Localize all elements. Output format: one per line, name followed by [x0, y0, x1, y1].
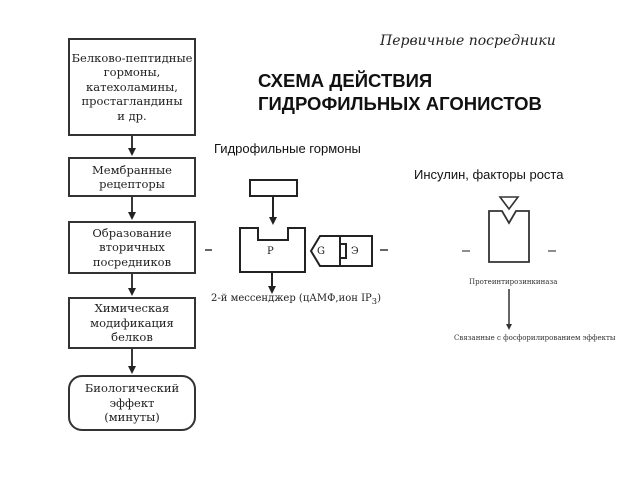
- page-title: СХЕМА ДЕЙСТВИЯ ГИДРОФИЛЬНЫХ АГОНИСТОВ: [258, 70, 542, 114]
- flow-step-receptors: Мембранные рецепторы: [68, 157, 196, 197]
- phosphorylation-effects-label: Связанные с фосфорилированием эффекты: [454, 334, 616, 342]
- g-protein-letter: G: [317, 246, 325, 257]
- second-messenger-text: 2-й мессенджер (цАМФ,ион IP: [211, 293, 372, 304]
- receptor-shape: [239, 227, 306, 273]
- insulin-growth-factors-label: Инсулин, факторы роста: [414, 167, 564, 182]
- second-messenger-label: 2-й мессенджер (цАМФ,ион IP3): [211, 293, 381, 306]
- flow-step-biological-effect: Биологический эффект (минуты): [68, 375, 196, 431]
- effector-shape: [339, 235, 373, 267]
- effector-letter: Э: [351, 246, 359, 257]
- tyrosine-kinase-receptor: [488, 210, 530, 263]
- flow-step-second-messengers: Образование вторичных посредников: [68, 221, 196, 274]
- flow-step-hormones: Белково-пептидные гормоны, катехоламины,…: [68, 38, 196, 136]
- second-messenger-subscript: 3: [371, 296, 378, 306]
- flow-step-protein-modification: Химическая модификация белков: [68, 297, 196, 349]
- hydrophilic-hormones-label: Гидрофильные гормоны: [214, 141, 361, 156]
- receptor-letter: P: [267, 246, 274, 257]
- second-messenger-close: ): [377, 293, 381, 304]
- g-protein-shape: [309, 235, 341, 267]
- hormone-block: [249, 179, 298, 197]
- subtitle-primary-mediators: Первичные посредники: [380, 33, 556, 49]
- tyrosine-kinase-label: Протеинтирозинкиназа: [469, 278, 558, 286]
- insulin-ligand-triangle: [498, 196, 520, 211]
